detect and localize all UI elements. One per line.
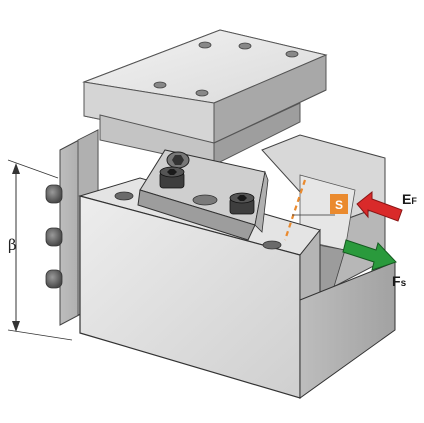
ef-label: EF: [402, 191, 417, 207]
cylindrical-pin-icon: [45, 227, 63, 247]
mounting-hole-icon: [195, 89, 209, 97]
mounting-hole-icon: [285, 50, 299, 58]
mounting-hole-icon: [262, 240, 282, 250]
mounting-hole-icon: [198, 41, 212, 49]
s-contact-line: [283, 179, 307, 241]
hex-socket-screw-icon: [229, 192, 255, 215]
hex-socket-screw-icon: [166, 151, 190, 169]
fs-force-arrow: [342, 239, 397, 271]
clamp-wedge: [137, 149, 269, 241]
mounting-hole-icon: [238, 42, 252, 50]
beta-label: β: [8, 236, 17, 254]
fs-label: Fs: [392, 273, 407, 289]
s-badge: S: [330, 194, 348, 214]
mounting-hole-icon: [192, 194, 218, 206]
left-pins: [45, 184, 63, 289]
ef-force-arrow: [356, 190, 403, 222]
s-label: S: [335, 198, 343, 212]
cylindrical-pin-icon: [45, 269, 63, 289]
hex-socket-screw-icon: [159, 166, 185, 189]
cylindrical-pin-icon: [45, 184, 63, 204]
mounting-hole-icon: [153, 81, 167, 89]
top-plate: [82, 29, 328, 144]
beta-dimension: β: [7, 159, 73, 341]
mounting-hole-icon: [114, 191, 134, 201]
